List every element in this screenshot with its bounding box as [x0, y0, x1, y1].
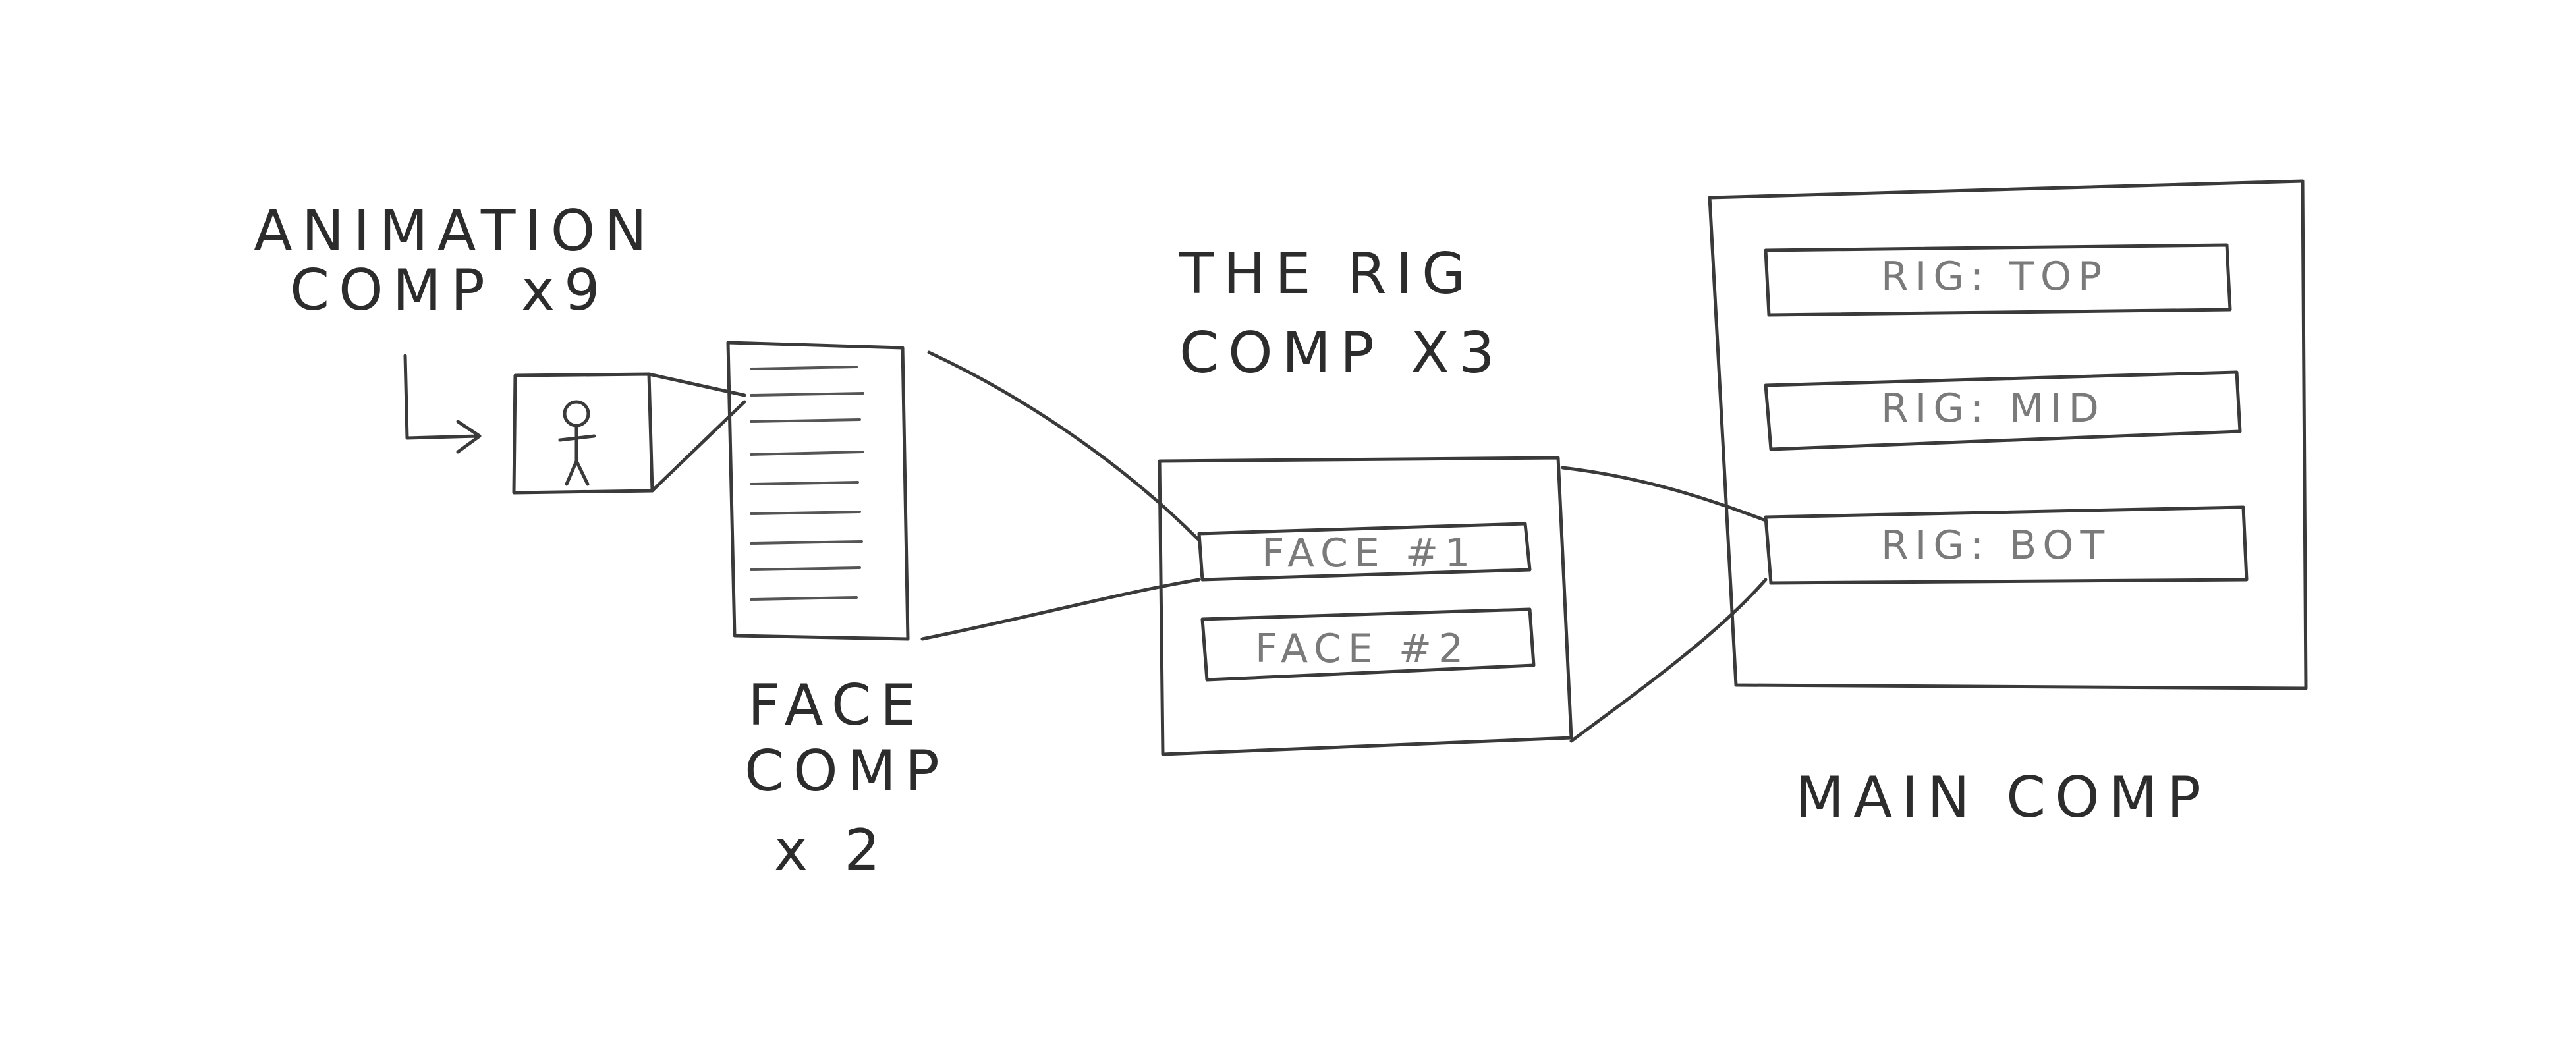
main-comp-label: MAIN COMP	[1795, 765, 2210, 831]
face-comp-box	[726, 341, 910, 641]
rig-slot-face-1-box	[1197, 522, 1532, 582]
rig-slot-face-1-label: FACE #1	[1262, 530, 1476, 576]
rig-comp-box	[1158, 456, 1573, 756]
face-comp-label-line3: x 2	[774, 817, 889, 883]
stick-figure-icon	[558, 400, 596, 486]
main-slot-rig-mid-label: RIG: MID	[1881, 385, 2106, 431]
rig-comp-label-line2: COMP X3	[1179, 320, 1504, 386]
animation-comp-arrow	[403, 354, 482, 454]
main-slot-rig-bot-label: RIG: BOT	[1881, 522, 2111, 568]
face-comp-label-line2: COMP	[744, 738, 949, 804]
rig-slot-face-2-label: FACE #2	[1255, 626, 1470, 672]
animation-comp-label-line2: COMP x9	[290, 258, 609, 323]
main-slot-rig-top-label: RIG: TOP	[1881, 254, 2108, 300]
rig-to-main-connector	[1561, 466, 1768, 743]
main-slot-rig-top-box	[1764, 243, 2232, 317]
main-slot-rig-mid-box	[1764, 370, 2242, 451]
rig-comp-label-line1: THE RIG	[1179, 241, 1475, 307]
face-comp-layer-lines	[750, 366, 864, 601]
face-comp-label-line1: FACE	[748, 673, 925, 738]
main-comp-box	[1708, 179, 2308, 690]
face-to-rig-connector	[920, 350, 1201, 641]
animation-comp-label-line1: ANIMATION	[254, 198, 656, 264]
rig-slot-face-2-box	[1200, 607, 1536, 682]
main-slot-rig-bot-box	[1764, 505, 2249, 585]
